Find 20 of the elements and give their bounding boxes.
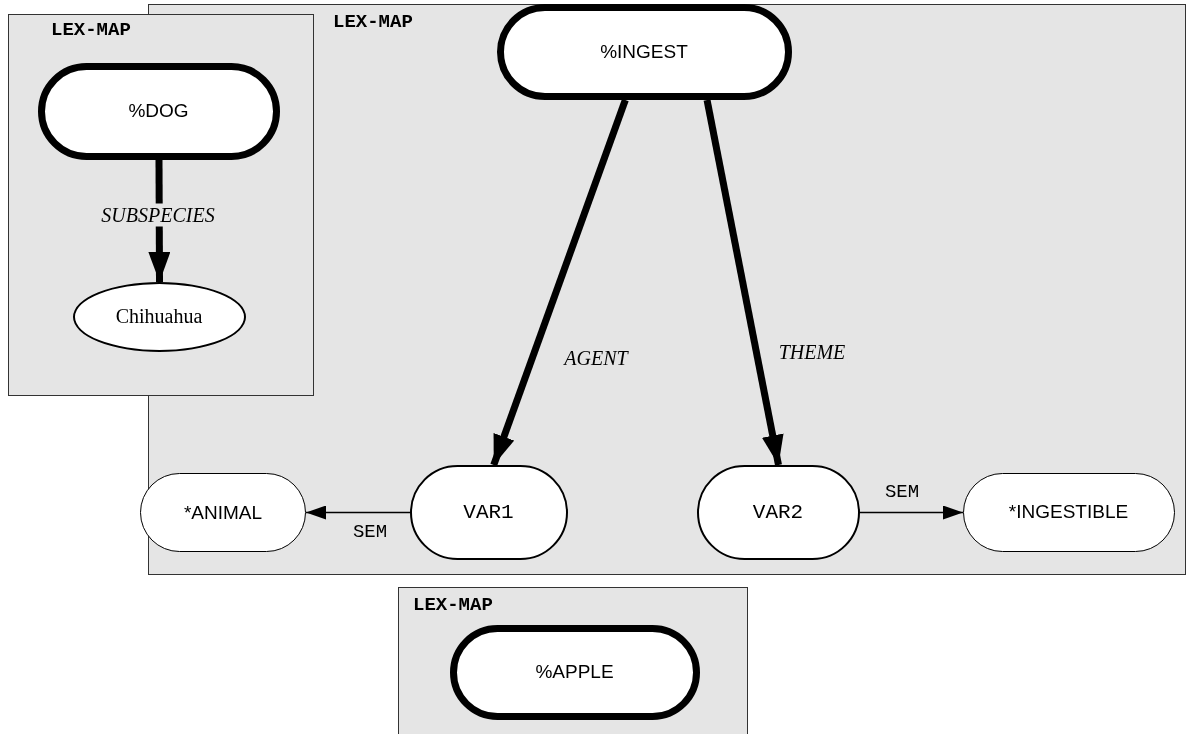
concept-node: %APPLE — [449, 624, 700, 720]
arrow — [305, 505, 411, 520]
arrow — [703, 99, 784, 466]
panel-title: LEX-MAP — [51, 19, 131, 41]
edge-label: SUBSPECIES — [99, 203, 217, 227]
concept-node: VAR2 — [696, 464, 860, 560]
concept-node: VAR1 — [409, 464, 568, 560]
edge-label: SEM — [351, 521, 389, 543]
arrow — [490, 98, 629, 467]
lex-map-panel — [8, 14, 314, 396]
concept-node: %INGEST — [496, 3, 792, 100]
arrow — [859, 505, 964, 520]
panel-title: LEX-MAP — [413, 594, 493, 616]
arrow — [148, 160, 171, 282]
lex-map-panel — [398, 587, 748, 734]
concept-node: *INGESTIBLE — [962, 472, 1175, 552]
concept-node: %DOG — [37, 62, 280, 160]
panel-title: LEX-MAP — [333, 11, 413, 33]
concept-ellipse: Chihuahua — [72, 281, 246, 352]
edge-label: SEM — [883, 481, 921, 503]
